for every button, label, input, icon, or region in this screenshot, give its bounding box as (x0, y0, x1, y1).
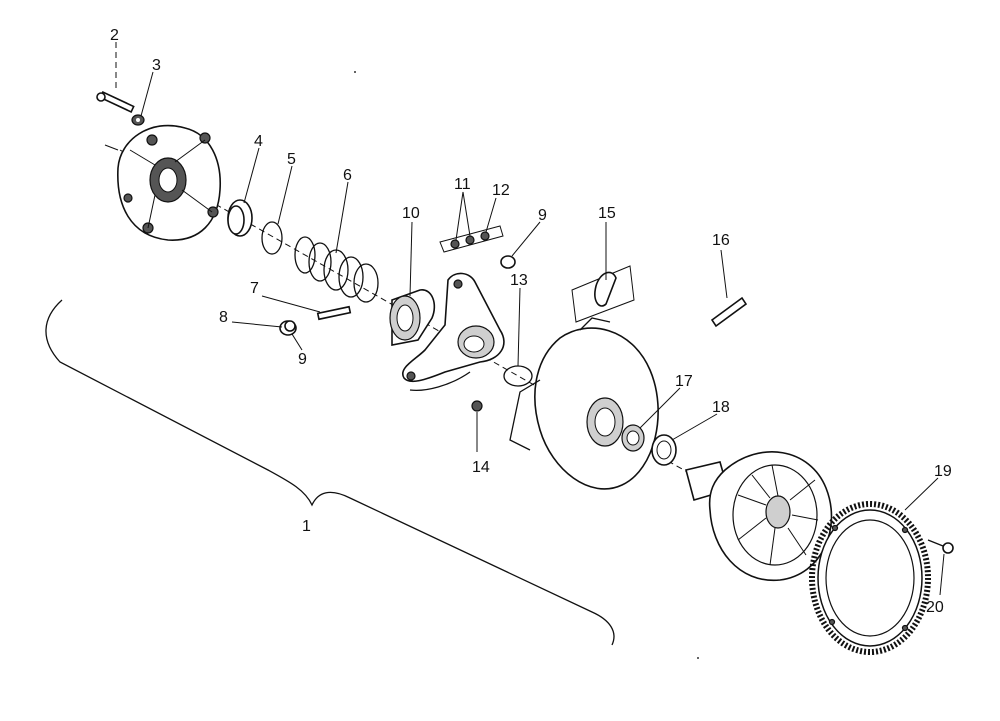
part-13-ring (503, 365, 533, 387)
part-14-screw (471, 400, 483, 412)
part-7-pin (316, 305, 352, 321)
callout-12: 12 (492, 182, 510, 199)
callout-17: 17 (675, 373, 693, 390)
callout-13: 13 (510, 272, 528, 289)
callout-9a: 9 (298, 351, 307, 368)
part-9-roller-upper (500, 255, 516, 269)
part-9-roller (279, 320, 297, 336)
part-6-spring (294, 236, 379, 303)
assembly-bracket (45, 299, 615, 646)
part-10-bearing (389, 289, 436, 346)
part-2-bolt (96, 91, 135, 113)
callout-1: 1 (302, 518, 311, 535)
speck (697, 657, 699, 659)
part-5-snap-ring (261, 221, 283, 255)
callout-labels: 1 2 3 4 5 6 7 8 9 9 10 11 12 13 14 15 16… (110, 27, 952, 616)
callout-4: 4 (254, 133, 263, 150)
callout-20: 20 (926, 599, 944, 616)
part-16-pin (710, 296, 748, 328)
moveable-sheave (509, 317, 659, 490)
part-3-washer (131, 114, 145, 126)
spider-arm-assembly (401, 272, 505, 392)
leader-lines (115, 42, 945, 596)
callout-5: 5 (287, 151, 296, 168)
part-17-bushing (621, 424, 645, 452)
callout-19: 19 (934, 463, 952, 480)
callout-6: 6 (343, 167, 352, 184)
callout-9b: 9 (538, 207, 547, 224)
part-15-button (571, 265, 635, 323)
part-11-12-washers (439, 225, 504, 253)
fixed-sheave (685, 451, 833, 581)
part-4-bushing (227, 199, 253, 237)
cover-plate (104, 124, 221, 241)
callout-18: 18 (712, 399, 730, 416)
speck (354, 71, 356, 73)
callout-2: 2 (110, 27, 119, 44)
callout-10: 10 (402, 205, 420, 222)
part-19-ring-gear (809, 501, 931, 655)
callout-7: 7 (250, 280, 259, 297)
callout-3: 3 (152, 57, 161, 74)
part-18-washer (651, 434, 677, 466)
callout-15: 15 (598, 205, 616, 222)
callout-16: 16 (712, 232, 730, 249)
callout-8: 8 (219, 309, 228, 326)
callout-14: 14 (472, 459, 490, 476)
callout-11: 11 (454, 176, 471, 193)
part-20-bolt (927, 539, 954, 554)
